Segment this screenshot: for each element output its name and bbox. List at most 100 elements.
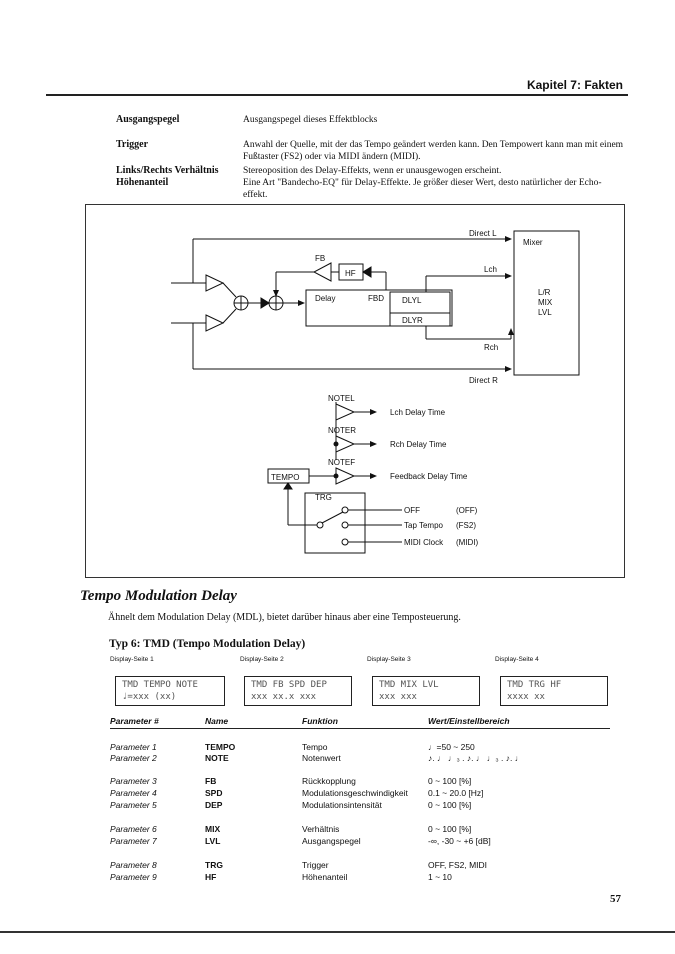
table-row-range: 0 ~ 100 [%] [428,824,472,834]
table-row-range: 1 ~ 10 [428,872,452,882]
fb-amp [312,262,332,282]
label-rch: Rch [484,343,498,352]
table-row-function: Tempo [302,742,328,752]
label-midi-code: (MIDI) [456,538,479,547]
table-row-function: Modulationsgeschwindigkeit [302,788,408,798]
table-row-function: Rückkopplung [302,776,356,786]
table-row-param: Parameter 1 [110,742,157,752]
label-tap-tempo: Tap Tempo [404,521,444,530]
def-term-links-rechts: Links/Rechts Verhältnis [116,165,219,176]
table-row-name: TRG [205,860,223,870]
label-midi-clock: MIDI Clock [404,538,444,547]
lcd-2-row-1: TMD FB SPD DEP [251,680,327,690]
notel-amp [335,403,356,421]
lcd-page-1: TMD TEMPO NOTE ♩=xxx (xx) [115,676,225,706]
lcd-page-4: TMD TRG HF xxxx xx [500,676,608,706]
dlyl-block [389,291,451,327]
type-subtitle: Typ 6: TMD (Tempo Modulation Delay) [109,638,306,650]
notef-amp [335,467,356,485]
lcd-1-row-1: TMD TEMPO NOTE [122,680,198,690]
label-dlyl: DLYL [402,296,422,305]
table-row-range: 0 ~ 100 [%] [428,776,472,786]
chapter-heading: Kapitel 7: Fakten [526,78,623,92]
lcd-3-row-2: xxx xxx [379,692,417,702]
label-hf: HF [345,269,356,278]
label-lch: Lch [484,265,497,274]
table-row-function: Notenwert [302,753,341,763]
def-desc-trigger: Anwahl der Quelle, mit der das Tempo geä… [243,140,624,162]
table-row-name: FB [205,776,217,786]
label-off-code: (OFF) [456,506,478,515]
label-tempo: TEMPO [271,473,299,482]
table-row-name: DEP [205,800,223,810]
display-page-4-label: Display-Seite 4 [495,656,539,663]
table-row-name: NOTE [205,753,229,763]
def-desc-hoehenanteil: Eine Art "Bandecho-EQ" für Delay-Effekte… [243,178,602,200]
label-mixer: Mixer [523,238,543,247]
label-feedback-delay-time: Feedback Delay Time [390,472,468,481]
lcd-page-2: TMD FB SPD DEP xxx xx.x xxx [244,676,352,706]
def-term-ausgangspegel: Ausgangspegel [116,114,180,125]
lcd-4-row-1: TMD TRG HF [507,680,562,690]
label-fbd: FBD [368,294,384,303]
label-trg: TRG [315,493,332,502]
label-lch-delay-time: Lch Delay Time [390,408,446,417]
table-row-param: Parameter 3 [110,776,157,786]
table-row-range: 0 ~ 100 [%] [428,800,472,810]
table-header-rule [110,728,610,729]
label-notel: NOTEL [328,394,355,403]
def-desc-links-rechts: Stereoposition des Delay-Effekts, wenn e… [243,166,502,176]
diagram-svg: Direct L Direct R Mixer L/R MIX LVL FB H… [171,229,580,554]
display-page-1-label: Display-Seite 1 [110,656,154,663]
label-notef: NOTEF [328,458,355,467]
table-row-name: LVL [205,836,221,846]
table-row-function: Trigger [302,860,329,870]
table-row-param: Parameter 2 [110,753,157,763]
label-lvl: LVL [538,308,552,317]
table-row-name: SPD [205,788,223,798]
table-row-range: ♩=50 ~ 250 [428,742,475,752]
table-row-param: Parameter 8 [110,860,157,870]
table-row-function: Verhältnis [302,824,340,834]
label-direct-r: Direct R [469,376,498,385]
label-noter: NOTER [328,426,356,435]
label-delay: Delay [315,294,335,303]
table-row-function: Modulationsintensität [302,800,382,810]
mixer-block [513,230,580,376]
lcd-2-row-2: xxx xx.x xxx [251,692,317,702]
table-header-function: Funktion [302,716,338,726]
label-fb: FB [315,254,325,263]
table-row-param: Parameter 4 [110,788,157,798]
table-row-param: Parameter 6 [110,824,157,834]
table-row-param: Parameter 9 [110,872,157,882]
label-tap-code: (FS2) [456,521,476,530]
table-row-range: 0.1 ~ 20.0 [Hz] [428,788,484,798]
table-header-name: Name [205,716,229,726]
noter-amp [335,435,356,453]
table-header-param: Parameter # [110,716,159,726]
header-rule [46,94,628,96]
table-row-name: TEMPO [205,742,236,752]
table-row-range: OFF, FS2, MIDI [428,860,488,870]
tmd-block-diagram: Direct L Direct R Mixer L/R MIX LVL FB H… [85,204,625,578]
def-term-trigger: Trigger [116,139,149,150]
table-row-range: -∞, -30 ~ +6 [dB] [428,836,491,846]
def-desc-ausgangspegel: Ausgangspegel dieses Effektblocks [243,115,378,125]
display-page-3-label: Display-Seite 3 [367,656,411,663]
display-page-2-label: Display-Seite 2 [240,656,284,663]
label-lr: L/R [538,288,551,297]
amp-r [205,314,225,332]
label-rch-delay-time: Rch Delay Time [390,440,447,449]
table-row-function: Ausgangspegel [302,836,361,846]
delay-block [305,289,453,327]
lcd-1-row-2: ♩=xxx (xx) [122,692,177,702]
table-row-param: Parameter 7 [110,836,157,846]
trg-box [304,492,366,554]
lcd-3-row-1: TMD MIX LVL [379,680,439,690]
table-row-name: HF [205,872,217,882]
table-row-range: ♪. ♩ ♩₃ . ♪. ♩ ♩₃ . ♪. ♩ [428,753,524,763]
label-dlyr: DLYR [402,316,423,325]
section-intro: Ähnelt dem Modulation Delay (MDL), biete… [108,612,461,623]
lcd-4-row-2: xxxx xx [507,692,545,702]
amp-l [205,274,225,292]
